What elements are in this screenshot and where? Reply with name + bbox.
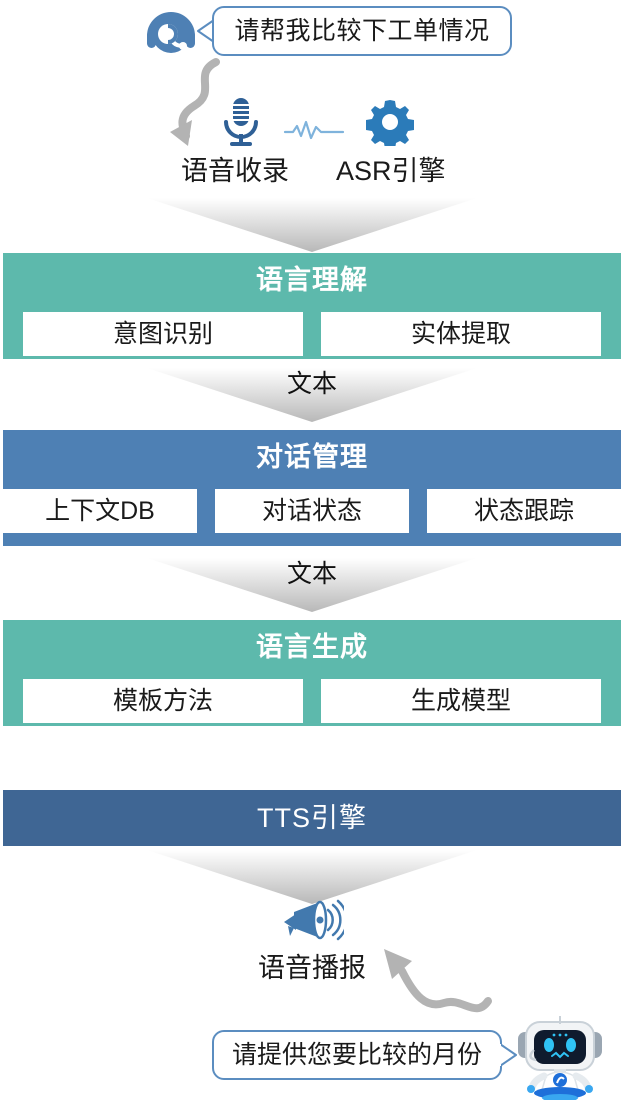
connector-label-2: 文本: [286, 370, 337, 398]
robot-icon: [510, 1014, 610, 1102]
megaphone-icon: [280, 898, 348, 946]
gear-icon: [365, 98, 415, 150]
bot-message-text: 请提供您要比较的月份: [231, 1040, 482, 1069]
module-item[interactable]: 生成模型: [321, 679, 601, 723]
capture-label: 语音收录: [181, 156, 289, 186]
user-turn-row: 请帮我比较下工单情况: [0, 0, 624, 70]
module-panel-dm: 对话管理 上下文DB 对话状态 状态跟踪: [3, 430, 621, 546]
module-item[interactable]: 意图识别: [23, 312, 303, 356]
module-items-nlg: 模板方法 生成模型: [3, 679, 621, 723]
microphone-icon: [219, 96, 263, 148]
module-title-dm: 对话管理: [256, 442, 368, 472]
module-item[interactable]: 上下文DB: [3, 489, 197, 533]
module-title-tts: TTS引擎: [257, 802, 367, 833]
user-message-text: 请帮我比较下工单情况: [234, 16, 490, 45]
module-title-nlu: 语言理解: [256, 265, 368, 295]
module-panel-nlg: 语言生成 模板方法 生成模型: [3, 620, 621, 726]
module-panel-tts: TTS引擎: [3, 790, 621, 846]
connector-arrow-1: [147, 196, 477, 254]
user-message-bubble: 请帮我比较下工单情况: [212, 6, 512, 56]
module-items-dm: 上下文DB 对话状态 状态跟踪: [3, 489, 621, 533]
module-items-nlu: 意图识别 实体提取: [3, 312, 621, 356]
asr-label: ASR引擎: [336, 156, 446, 186]
curved-arrow-up-left-icon: [370, 945, 494, 1019]
module-title-nlg: 语言生成: [256, 632, 368, 662]
waveform-icon: [283, 118, 345, 142]
broadcast-label: 语音播报: [258, 953, 366, 983]
module-item[interactable]: 对话状态: [215, 489, 409, 533]
connector-arrow-2: 文本: [147, 366, 477, 424]
headset-icon: [140, 6, 206, 62]
module-item[interactable]: 实体提取: [321, 312, 601, 356]
connector-arrow-3: 文本: [147, 556, 477, 614]
connector-label-3: 文本: [286, 560, 337, 588]
connector-arrow-4: [147, 848, 477, 906]
module-item[interactable]: 状态跟踪: [427, 489, 621, 533]
module-item[interactable]: 模板方法: [23, 679, 303, 723]
bot-bubble-tail: [496, 1042, 518, 1068]
curved-arrow-down-icon: [152, 56, 238, 152]
module-panel-nlu: 语言理解 意图识别 实体提取: [3, 253, 621, 359]
bot-message-bubble: 请提供您要比较的月份: [212, 1030, 502, 1080]
